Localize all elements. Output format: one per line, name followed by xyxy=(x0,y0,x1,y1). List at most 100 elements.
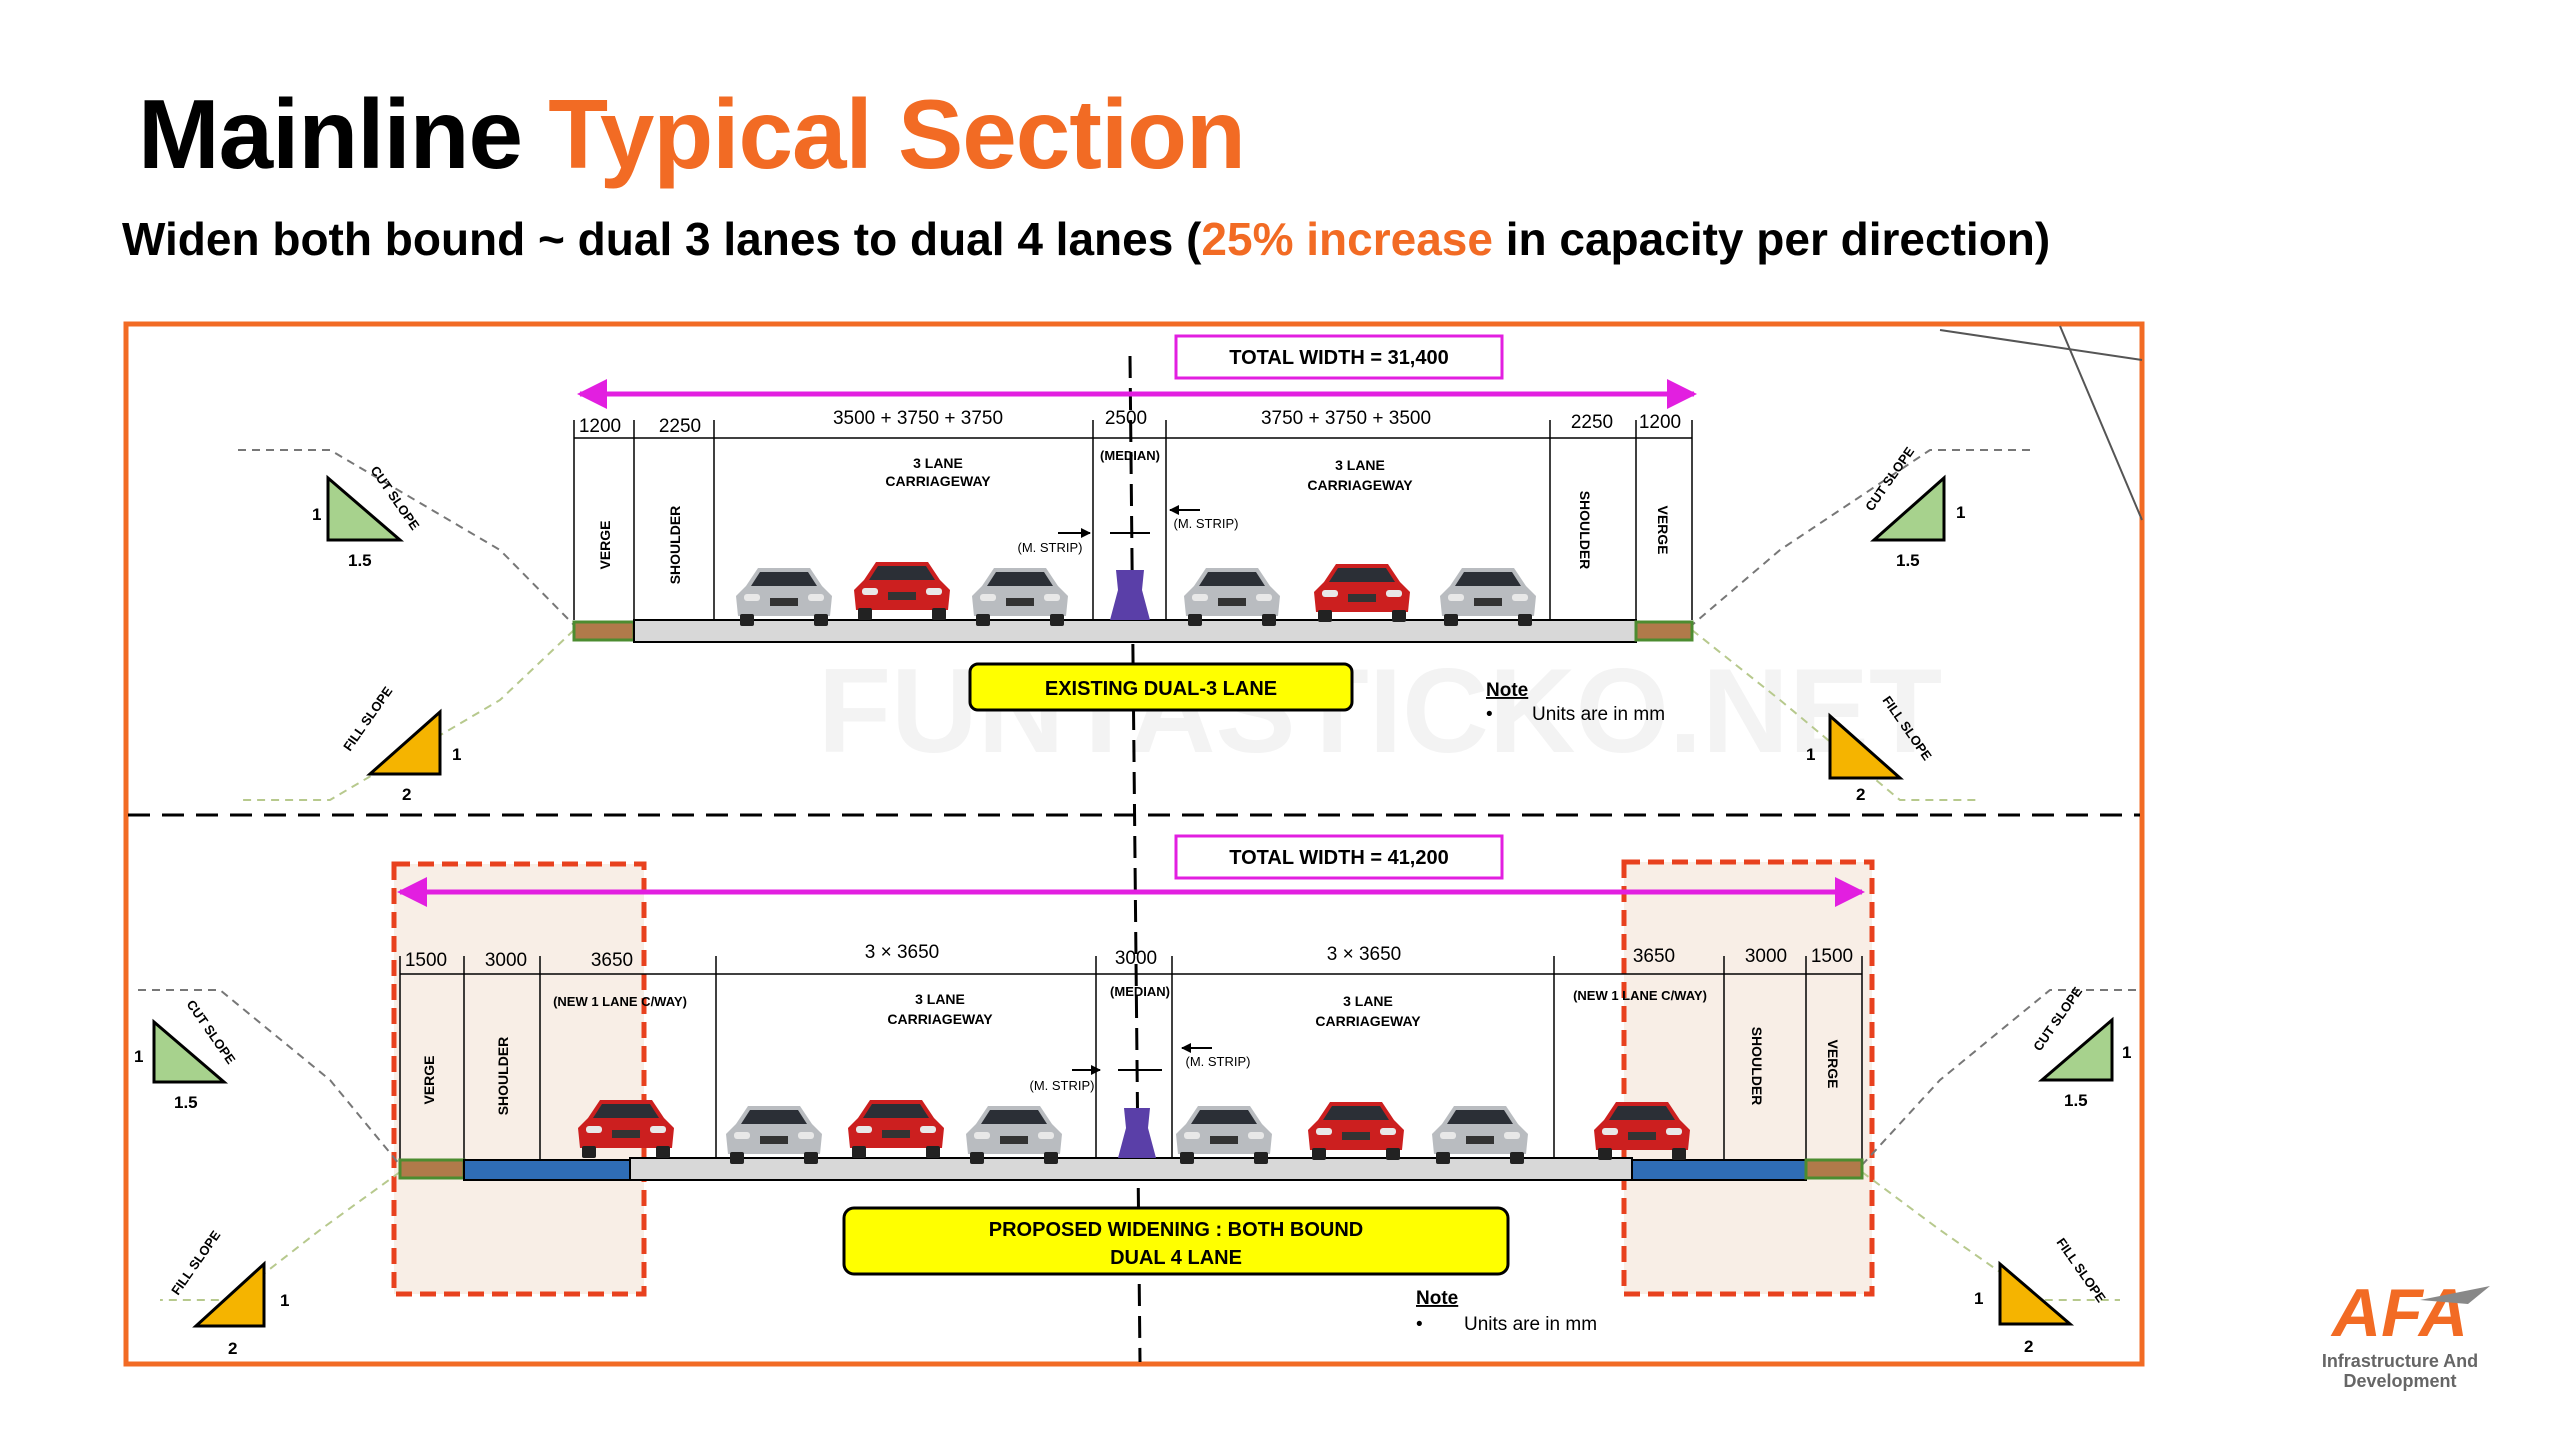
proposed-total-width-box xyxy=(1174,834,1504,880)
existing-label-box xyxy=(968,662,1354,712)
proposed-carriageway-left-l2: CARRIAGEWAY xyxy=(887,1011,993,1027)
proposed-dim-shoulder-right: 3000 xyxy=(1745,946,1787,967)
corner-line xyxy=(2059,325,2143,521)
existing-dim-carriageway-right: 3750 + 3750 + 3500 xyxy=(1261,408,1431,429)
existing-carriageway-right-l2: CARRIAGEWAY xyxy=(1307,477,1413,493)
proposed-note-title: Note xyxy=(1416,1288,1458,1309)
existing-fill-ratio-h: 2 xyxy=(402,785,411,804)
centerline xyxy=(1128,355,1142,1363)
proposed-median-label: (MEDIAN) xyxy=(1110,984,1170,999)
proposed-shoulder-left: SHOULDER xyxy=(495,1037,511,1116)
proposed-carriageway-right-l2: CARRIAGEWAY xyxy=(1315,1013,1421,1029)
proposed-total-width: TOTAL WIDTH = 41,200 xyxy=(1229,847,1449,869)
proposed-label-line2: DUAL 4 LANE xyxy=(1110,1247,1242,1269)
subtitle-accent: 25% increase xyxy=(1201,213,1493,265)
existing-verge-left-surface xyxy=(572,620,636,642)
proposed-dim-carriageway-left: 3 × 3650 xyxy=(865,942,940,963)
existing-cut-ratio-v-r: 1 xyxy=(1956,503,1965,522)
page-subtitle: Widen both bound ~ dual 3 lanes to dual … xyxy=(122,212,2050,266)
proposed-verge-right-surface xyxy=(1804,1158,1864,1180)
proposed-verge-left-surface xyxy=(398,1158,466,1180)
existing-total-width-box xyxy=(1174,334,1504,380)
existing-cut-ratio-h: 1.5 xyxy=(348,551,372,570)
existing-verge-right: VERGE xyxy=(1655,505,1671,554)
existing-carriageway-left-l1: 3 LANE xyxy=(913,455,963,471)
existing-fill-ratio-h-r: 2 xyxy=(1856,785,1865,804)
existing-carriageway-left-l2: CARRIAGEWAY xyxy=(885,473,991,489)
existing-verge-left: VERGE xyxy=(597,520,613,569)
proposed-verge-left: VERGE xyxy=(421,1055,437,1104)
proposed-cut-ratio-h: 1.5 xyxy=(174,1093,198,1112)
existing-dim-median: 2500 xyxy=(1105,408,1147,429)
proposed-carriageway-right-l1: 3 LANE xyxy=(1343,993,1393,1009)
proposed-new-lane-left: (NEW 1 LANE C/WAY) xyxy=(553,994,687,1009)
proposed-dim-carriageway-right: 3 × 3650 xyxy=(1327,944,1402,965)
proposed-widening-zone-right xyxy=(1621,859,1875,1297)
existing-label: EXISTING DUAL-3 LANE xyxy=(1045,678,1277,700)
existing-note-text: Units are in mm xyxy=(1532,704,1665,725)
existing-dim-verge-left: 1200 xyxy=(579,416,621,437)
proposed-fill-ratio-v: 1 xyxy=(280,1291,289,1310)
existing-cut-ratio-h-r: 1.5 xyxy=(1896,551,1920,570)
existing-total-width: TOTAL WIDTH = 31,400 xyxy=(1229,347,1449,369)
existing-shoulder-left: SHOULDER xyxy=(667,506,683,585)
existing-road-surface xyxy=(633,619,1637,643)
page-title: Mainline Typical Section xyxy=(138,78,1246,191)
proposed-widening-zone-left xyxy=(391,861,647,1297)
proposed-label-box xyxy=(842,1206,1510,1276)
existing-median-barrier xyxy=(1110,570,1150,620)
proposed-fill-ratio-v-r: 1 xyxy=(1974,1289,1983,1308)
existing-cut-ratio-v: 1 xyxy=(312,505,321,524)
proposed-verge-right: VERGE xyxy=(1825,1039,1841,1088)
proposed-note-text: Units are in mm xyxy=(1464,1314,1597,1335)
existing-dim-shoulder-right: 2250 xyxy=(1571,412,1613,433)
company-logo: AFA Infrastructure And Development xyxy=(2300,1275,2500,1391)
existing-dim-verge-right: 1200 xyxy=(1639,412,1681,433)
title-main: Mainline xyxy=(138,79,523,189)
subtitle-post: in capacity per direction) xyxy=(1492,213,2051,265)
proposed-road-surface xyxy=(629,1157,1633,1181)
existing-strip-left: (M. STRIP) xyxy=(1018,540,1083,555)
proposed-dim-shoulder-left: 3000 xyxy=(485,950,527,971)
proposed-dim-verge-left: 1500 xyxy=(405,950,447,971)
proposed-new-lane-right: (NEW 1 LANE C/WAY) xyxy=(1573,988,1707,1003)
proposed-dim-verge-right: 1500 xyxy=(1811,946,1853,967)
subtitle-pre: Widen both bound ~ dual 3 lanes to dual … xyxy=(122,213,1202,265)
proposed-strip-left: (M. STRIP) xyxy=(1030,1078,1095,1093)
proposed-dim-newlane-left: 3650 xyxy=(591,950,633,971)
proposed-carriageway-left-l1: 3 LANE xyxy=(915,991,965,1007)
existing-strip-right: (M. STRIP) xyxy=(1174,516,1239,531)
proposed-new-lane-right-surface xyxy=(1631,1159,1807,1181)
proposed-dim-newlane-right: 3650 xyxy=(1633,946,1675,967)
title-accent: Typical Section xyxy=(548,79,1246,189)
existing-note-title: Note xyxy=(1486,680,1528,701)
proposed-fill-ratio-h: 2 xyxy=(228,1339,237,1358)
existing-carriageway-right-l1: 3 LANE xyxy=(1335,457,1385,473)
existing-shoulder-right: SHOULDER xyxy=(1577,491,1593,570)
existing-median-label: (MEDIAN) xyxy=(1100,448,1160,463)
proposed-shoulder-right: SHOULDER xyxy=(1749,1027,1765,1106)
corner-line xyxy=(1939,329,2143,361)
existing-note-bullet: • xyxy=(1486,704,1493,725)
proposed-cut-ratio-v: 1 xyxy=(134,1047,143,1066)
proposed-label-line1: PROPOSED WIDENING : BOTH BOUND xyxy=(989,1219,1363,1241)
existing-dim-shoulder-left: 2250 xyxy=(659,416,701,437)
logo-line1: Infrastructure And xyxy=(2321,1351,2479,1371)
proposed-cut-ratio-v-r: 1 xyxy=(2122,1043,2131,1062)
existing-fill-ratio-v-r: 1 xyxy=(1806,745,1815,764)
existing-dim-carriageway-left: 3500 + 3750 + 3750 xyxy=(833,408,1003,429)
proposed-new-lane-left-surface xyxy=(463,1159,631,1181)
proposed-cut-ratio-h-r: 1.5 xyxy=(2064,1091,2088,1110)
logo-mark: AFA xyxy=(2330,1280,2468,1346)
existing-verge-right-surface xyxy=(1634,620,1694,642)
logo-line2: Development xyxy=(2343,1371,2457,1391)
existing-section: TOTAL WIDTH = 31,400 1200 2250 3500 + 37… xyxy=(238,334,2030,804)
proposed-dim-median: 3000 xyxy=(1115,948,1157,969)
proposed-note-bullet: • xyxy=(1416,1314,1423,1335)
proposed-median-barrier xyxy=(1118,1108,1156,1158)
proposed-strip-right: (M. STRIP) xyxy=(1186,1054,1251,1069)
existing-fill-ratio-v: 1 xyxy=(452,745,461,764)
proposed-fill-ratio-h-r: 2 xyxy=(2024,1337,2033,1356)
afa-logo-icon: AFA xyxy=(2330,1275,2490,1351)
